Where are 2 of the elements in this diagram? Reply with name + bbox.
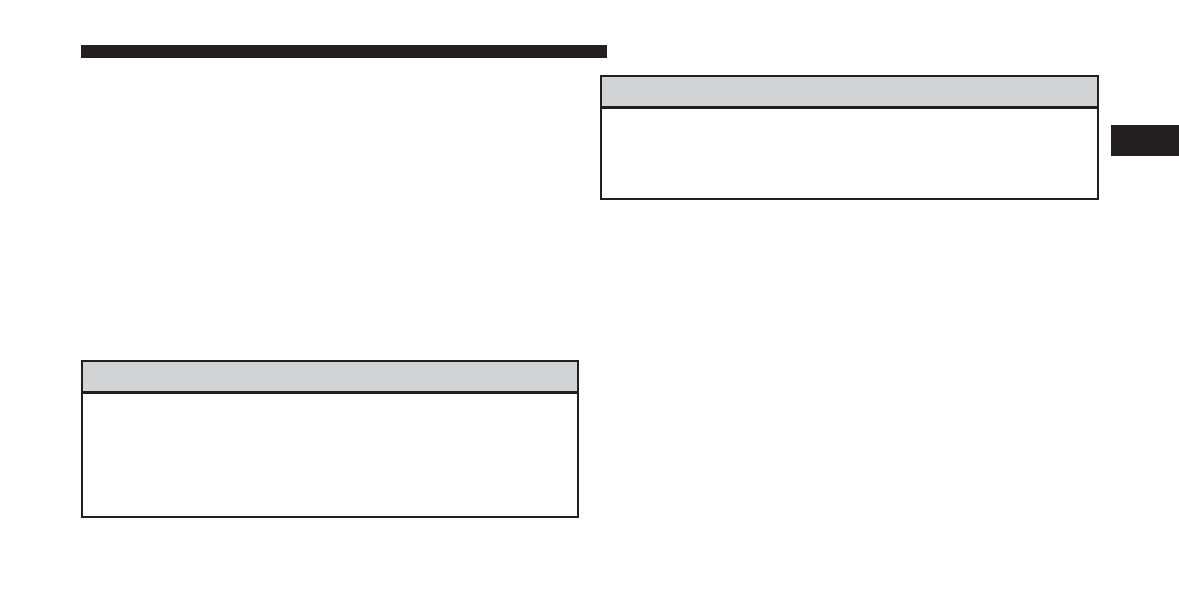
notice-panel	[81, 360, 579, 518]
notice-panel	[600, 75, 1099, 200]
